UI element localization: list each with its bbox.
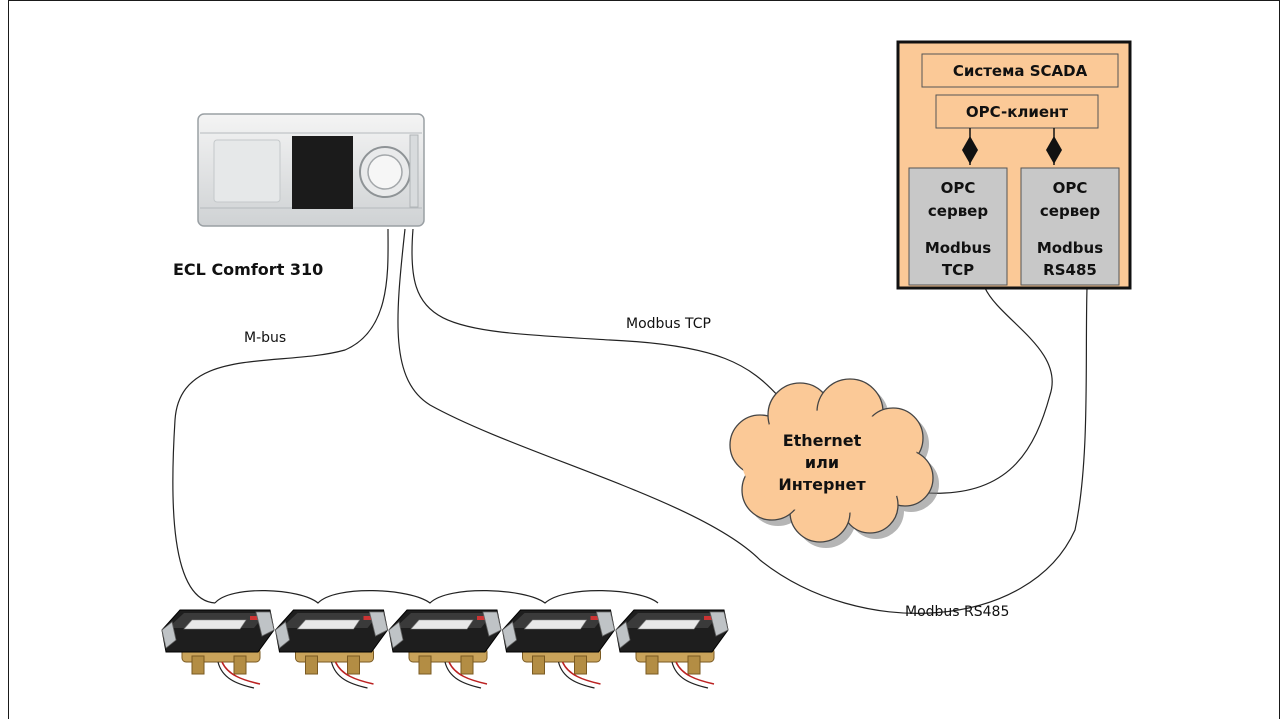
ecl-controller <box>197 113 425 227</box>
connector-diamond-icon <box>962 136 978 164</box>
network-line-1: Ethernet <box>783 431 862 450</box>
heat-meter <box>161 609 275 689</box>
opc-server-2-line-3: Modbus <box>1037 239 1103 257</box>
mbus-label: M-bus <box>244 330 286 346</box>
cable-lines <box>172 228 1088 614</box>
opc-server-2-line-1: OPC <box>1053 179 1088 197</box>
opc-server-2-line-2: сервер <box>1040 202 1100 220</box>
controller-label: ECL Comfort 310 <box>173 260 323 279</box>
heat-meter <box>615 609 729 689</box>
opc-server-rs485 <box>1020 167 1120 286</box>
modbus-tcp-cable <box>411 228 781 399</box>
meter-daisy-chain <box>214 590 659 604</box>
heat-meter <box>274 609 389 689</box>
scada-title: Система SCADA <box>953 62 1088 80</box>
heat-meter <box>388 609 502 689</box>
opc-server-1-line-3: Modbus <box>925 239 991 257</box>
opc-server-tcp <box>908 167 1008 286</box>
scada-system <box>896 40 1132 290</box>
modbus-rs485-label: Modbus RS485 <box>905 604 1009 620</box>
figure-frame <box>8 0 1280 719</box>
controller-display <box>292 136 353 209</box>
heat-meter <box>501 609 616 689</box>
modbus-tcp-label: Modbus TCP <box>626 316 711 332</box>
mbus-cable <box>172 228 389 604</box>
modbus-rs485-cable <box>397 228 1088 614</box>
network-cloud <box>729 378 939 548</box>
heat-meters <box>161 609 729 689</box>
connector-diamond-icon <box>1046 136 1062 164</box>
opc-server-1-line-1: OPC <box>941 179 976 197</box>
network-line-3: Интернет <box>778 475 866 494</box>
network-line-2: или <box>805 453 839 472</box>
opc-server-1-line-4: TCP <box>942 261 974 279</box>
opc-server-1-line-2: сервер <box>928 202 988 220</box>
opc-server-2-line-4: RS485 <box>1043 261 1097 279</box>
opc-client-label: OPC-клиент <box>966 103 1069 121</box>
